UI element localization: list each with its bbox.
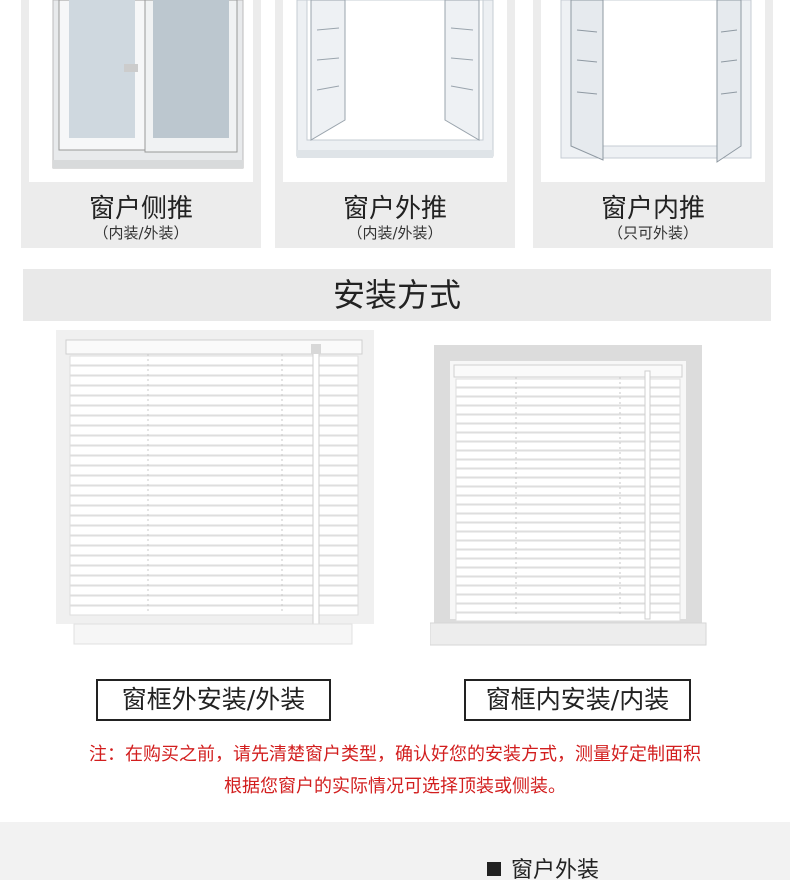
blind-slat [69, 515, 359, 526]
blind-slat [455, 495, 681, 505]
blind-slat [69, 355, 359, 366]
purchase-note-line2: 根据您窗户的实际情况可选择顶装或侧装。 [224, 776, 566, 797]
blind-slat [455, 567, 681, 577]
blind-slat [455, 504, 681, 514]
blind-slat [69, 595, 359, 606]
blind-slat [69, 565, 359, 576]
window-type-title: 窗户侧推 [88, 194, 193, 224]
window-type-subtitle: （只可外装） [607, 224, 698, 242]
inside-mount-blind-image [429, 345, 710, 647]
blind-slat [455, 459, 681, 469]
square-bullet-icon [487, 862, 501, 876]
blind-slat [69, 455, 359, 466]
blind-slat [455, 477, 681, 487]
blind-slat [69, 485, 359, 496]
blind-slat [455, 522, 681, 532]
blind-slat [455, 414, 681, 424]
blind-slat [69, 445, 359, 456]
blind-slat [455, 378, 681, 388]
blind-slat [69, 465, 359, 476]
blind-slat [455, 549, 681, 559]
blind-slat [69, 555, 359, 566]
outward-window-image [283, 0, 507, 182]
blind-slat [69, 585, 359, 596]
blind-slat [69, 495, 359, 506]
window-type-card-side: 窗户侧推 （内装/外装） [21, 0, 261, 248]
blind-slat [455, 405, 681, 415]
blind-slat [69, 385, 359, 396]
blind-slat [69, 405, 359, 416]
window-type-card-outward: 窗户外推 （内装/外装） [275, 0, 515, 248]
blind-slat [69, 535, 359, 546]
blind-slat [69, 365, 359, 376]
window-type-card-inward: 窗户内推 （只可外装） [533, 0, 773, 248]
blind-slat [69, 545, 359, 556]
blind-slat [455, 387, 681, 397]
blind-slat [455, 486, 681, 496]
blind-slat [455, 603, 681, 613]
inward-window-image [541, 0, 765, 182]
window-type-subtitle: （内装/外装） [93, 224, 189, 242]
blind-slat [69, 475, 359, 486]
blind-slat [69, 605, 359, 616]
blind-slat [69, 415, 359, 426]
blind-slat [455, 396, 681, 406]
blind-slat [455, 585, 681, 595]
blind-slat [69, 395, 359, 406]
outside-mount-blind-image [56, 330, 376, 650]
outside-mount-label: 窗框外安装/外装 [96, 679, 331, 721]
window-type-title: 窗户外推 [342, 194, 447, 224]
window-type-title: 窗户内推 [600, 194, 705, 224]
blind-slat [455, 468, 681, 478]
blind-slat [69, 505, 359, 516]
inside-mount-label: 窗框内安装/内装 [464, 679, 691, 721]
blind-slat [69, 435, 359, 446]
blind-slat [455, 432, 681, 442]
blind-slat [455, 531, 681, 541]
footer-bar [0, 822, 790, 880]
blind-slat [455, 612, 681, 622]
blind-slat [455, 576, 681, 586]
blind-slat [455, 594, 681, 604]
footer-heading: 窗户外装 [487, 852, 599, 884]
blind-slat [455, 558, 681, 568]
window-type-subtitle: （内装/外装） [347, 224, 443, 242]
footer-heading-text: 窗户外装 [511, 858, 600, 883]
section-title: 安装方式 [23, 269, 771, 321]
blind-slat [455, 441, 681, 451]
blind-slat [69, 575, 359, 586]
blind-slat [455, 513, 681, 523]
blind-slat [455, 540, 681, 550]
blind-slat [455, 423, 681, 433]
blind-slat [455, 450, 681, 460]
purchase-note-line1: 注：在购买之前，请先清楚窗户类型，确认好您的安装方式，测量好定制面积 [89, 744, 701, 765]
blind-slat [69, 425, 359, 436]
blind-slat [69, 525, 359, 536]
blind-slat [69, 375, 359, 386]
sliding-window-image [29, 0, 253, 182]
